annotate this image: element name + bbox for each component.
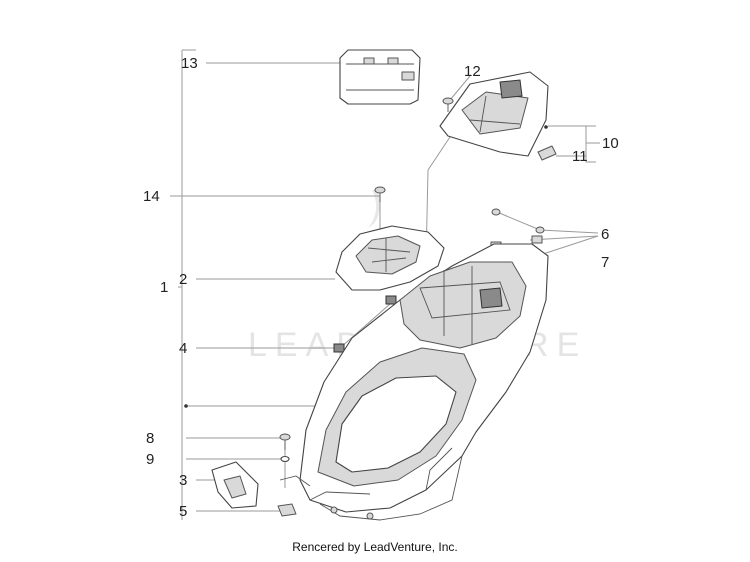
part-6-screw[interactable] <box>491 208 545 234</box>
callout-12[interactable]: 12 <box>464 63 481 80</box>
callout-14[interactable]: 14 <box>143 188 160 205</box>
reference-dots <box>184 125 548 408</box>
callout-6[interactable]: 6 <box>601 226 609 243</box>
part-14-screw[interactable] <box>374 186 386 202</box>
part-10-compartment-lid[interactable] <box>439 71 549 157</box>
part-4-clip[interactable] <box>333 295 397 353</box>
callout-3[interactable]: 3 <box>179 472 187 489</box>
callout-1[interactable]: 1 <box>160 279 168 296</box>
part-12-screw[interactable] <box>442 97 454 112</box>
callout-labels: 1 2 3 4 5 6 7 8 9 10 11 12 13 14 <box>143 55 619 520</box>
part-3-flap[interactable] <box>211 461 259 509</box>
callout-13[interactable]: 13 <box>181 55 198 72</box>
leader-lines <box>170 49 600 520</box>
callout-10[interactable]: 10 <box>602 135 619 152</box>
callout-5[interactable]: 5 <box>179 503 187 520</box>
callout-7[interactable]: 7 <box>601 254 609 271</box>
part-8-screw[interactable] <box>279 433 291 450</box>
callout-4[interactable]: 4 <box>179 340 187 357</box>
part-13-top-cover[interactable] <box>339 49 421 105</box>
part-5-bracket[interactable] <box>277 503 297 517</box>
footer-credit: Rencered by LeadVenture, Inc. <box>292 540 458 554</box>
part-11-clip[interactable] <box>537 145 557 161</box>
callout-2[interactable]: 2 <box>179 271 187 288</box>
callout-9[interactable]: 9 <box>146 451 154 468</box>
part-2-helmet-cover[interactable] <box>335 225 445 291</box>
part-9-washer[interactable] <box>280 455 290 463</box>
callout-8[interactable]: 8 <box>146 430 154 447</box>
callout-11[interactable]: 11 <box>572 148 588 165</box>
helmet-compartment-body[interactable] <box>279 243 549 521</box>
